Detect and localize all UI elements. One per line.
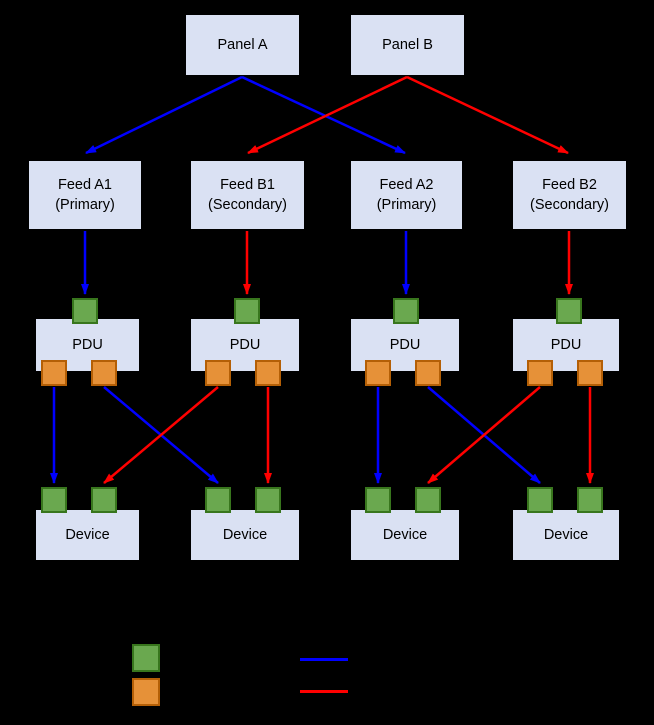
pdu-3-input-port (393, 298, 419, 324)
feed-b1-type: (Secondary) (208, 197, 287, 213)
pdu-4-label: PDU (550, 336, 582, 353)
pdu-1-output-port-right (91, 360, 117, 386)
pdu-3-output-port-left (365, 360, 391, 386)
pdu-1-label: PDU (72, 336, 103, 353)
feed-b1-name: Feed B1 (220, 176, 275, 193)
legend-primary-path-line (300, 658, 348, 661)
device-4-node: Device (512, 509, 620, 561)
device-1-node: Device (35, 509, 140, 561)
feed-a2-node: Feed A2 (Primary) (350, 160, 463, 230)
pdu-2-output-port-right (255, 360, 281, 386)
pdu-1-output-port-left (41, 360, 67, 386)
device-3-input-port-left (365, 487, 391, 513)
panel-a-label: Panel A (217, 36, 268, 53)
legend-secondary-path-line (300, 690, 348, 693)
panel-b-label: Panel B (382, 36, 433, 53)
pdu-2-label: PDU (229, 336, 261, 353)
feed-b2-name: Feed B2 (542, 176, 597, 193)
pdu-2-input-port (234, 298, 260, 324)
legend-green-port-swatch (132, 644, 160, 672)
feed-b2-type: (Secondary) (530, 197, 609, 213)
pdu-4-output-port-left (527, 360, 553, 386)
device-3-input-port-right (415, 487, 441, 513)
device-3-label: Device (382, 526, 428, 543)
device-2-label: Device (222, 526, 268, 543)
device-4-input-port-left (527, 487, 553, 513)
feed-b2-node: Feed B2 (Secondary) (512, 160, 627, 230)
device-2-input-port-left (205, 487, 231, 513)
pdu-4-input-port (556, 298, 582, 324)
legend-orange-port-swatch (132, 678, 160, 706)
device-2-input-port-right (255, 487, 281, 513)
device-4-input-port-right (577, 487, 603, 513)
panel-a-node: Panel A (185, 14, 300, 76)
device-1-label: Device (65, 526, 110, 543)
feed-b1-node: Feed B1 (Secondary) (190, 160, 305, 230)
pdu-4-output-port-right (577, 360, 603, 386)
pdu-1-input-port (72, 298, 98, 324)
feed-a2-name: Feed A2 (379, 176, 434, 193)
device-2-node: Device (190, 509, 300, 561)
feed-a1-node: Feed A1 (Primary) (28, 160, 142, 230)
device-3-node: Device (350, 509, 460, 561)
pdu-3-output-port-right (415, 360, 441, 386)
feed-a2-type: (Primary) (376, 197, 437, 213)
device-1-input-port-right (91, 487, 117, 513)
panel-b-node: Panel B (350, 14, 465, 76)
feed-a1-name: Feed A1 (57, 176, 112, 193)
pdu-2-output-port-left (205, 360, 231, 386)
device-4-label: Device (543, 526, 589, 543)
device-1-input-port-left (41, 487, 67, 513)
feed-a1-type: (Primary) (55, 197, 115, 213)
pdu-3-label: PDU (389, 336, 421, 353)
